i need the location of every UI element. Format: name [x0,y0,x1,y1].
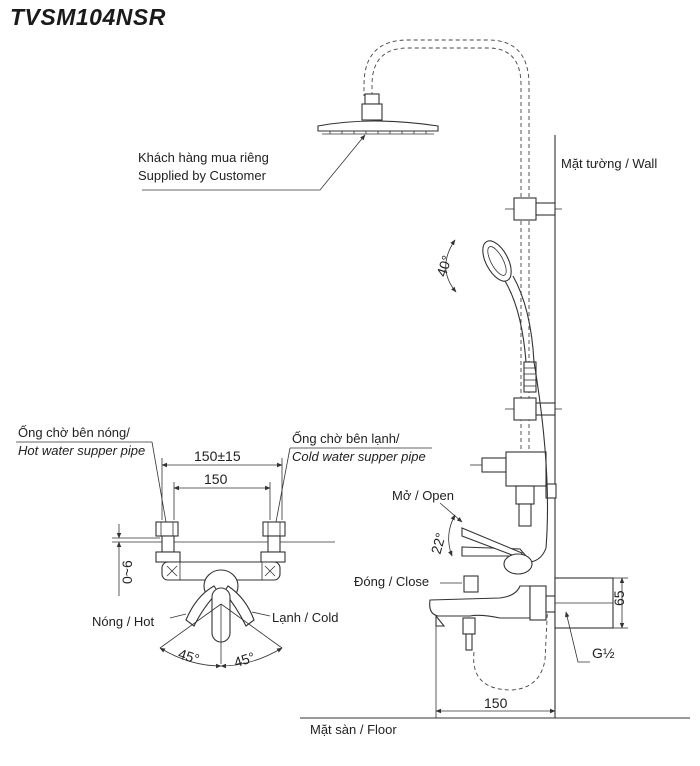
thread-spec-text: G½ [592,645,615,661]
hot-pipe-leader [151,441,167,523]
product-model-title: TVSM104NSR [10,4,166,30]
cold-pipe-label-vi: Ống chờ bên lạnh/ [292,431,400,446]
hose-loop-dashed [473,599,549,691]
hand-shower [482,240,537,393]
wall-label: Mặt tường / Wall [561,156,657,171]
handshower-angle-text: 40° [433,253,455,278]
angle-left-text: 45° [176,645,201,667]
lever-angle-arc [448,514,456,557]
open-label: Mở / Open [392,488,454,503]
offset-dimension [112,524,160,596]
upper-wall-bracket [505,197,562,221]
pipe-spacing-dimension [161,458,283,520]
customer-leader-line [142,134,366,191]
thread-leader-line [564,611,590,663]
body-width-text: 150 [204,471,228,487]
mixer-body-side [429,575,614,651]
mixer-lever-side [461,527,533,575]
offset-text: 0~6 [119,560,135,584]
angle-right-text: 45° [232,649,257,671]
pipe-spacing-text: 150±15 [194,448,241,464]
lever-angle-text: 22° [428,531,449,556]
handshower-angle-arc [445,239,457,293]
mixer-handle-front [185,585,255,643]
riser-pipe-dashed [363,39,530,505]
handle-angle-arcs [159,603,283,669]
floor-label: Mặt sàn / Floor [310,722,397,737]
height-65-dimension [613,577,628,629]
diverter-block [470,451,557,527]
cold-pipe-leader [275,447,291,523]
customer-note-en: Supplied by Customer [138,168,267,183]
cold-pipe-label-en: Cold water supper pipe [292,449,426,464]
wall-to-spout-text: 150 [484,695,508,711]
cold-inlet-fitting [260,521,286,563]
customer-note-vi: Khách hàng mua riêng [138,150,269,165]
hot-leader [169,613,187,619]
wall-to-spout-dimension [435,626,556,718]
cold-leader [251,611,271,617]
lower-wall-bracket [505,397,562,421]
open-arrow-line [439,502,463,523]
close-label: Đóng / Close [354,574,429,589]
hot-pipe-label-en: Hot water supper pipe [18,443,145,458]
cold-label: Lạnh / Cold [272,610,339,625]
hot-label: Nóng / Hot [92,614,155,629]
shower-hose [519,361,549,563]
body-width-dimension [173,482,271,520]
rain-shower-head [317,93,439,135]
hot-pipe-label-vi: Ống chờ bên nóng/ [18,425,130,440]
height-65-text: 65 [611,590,627,606]
